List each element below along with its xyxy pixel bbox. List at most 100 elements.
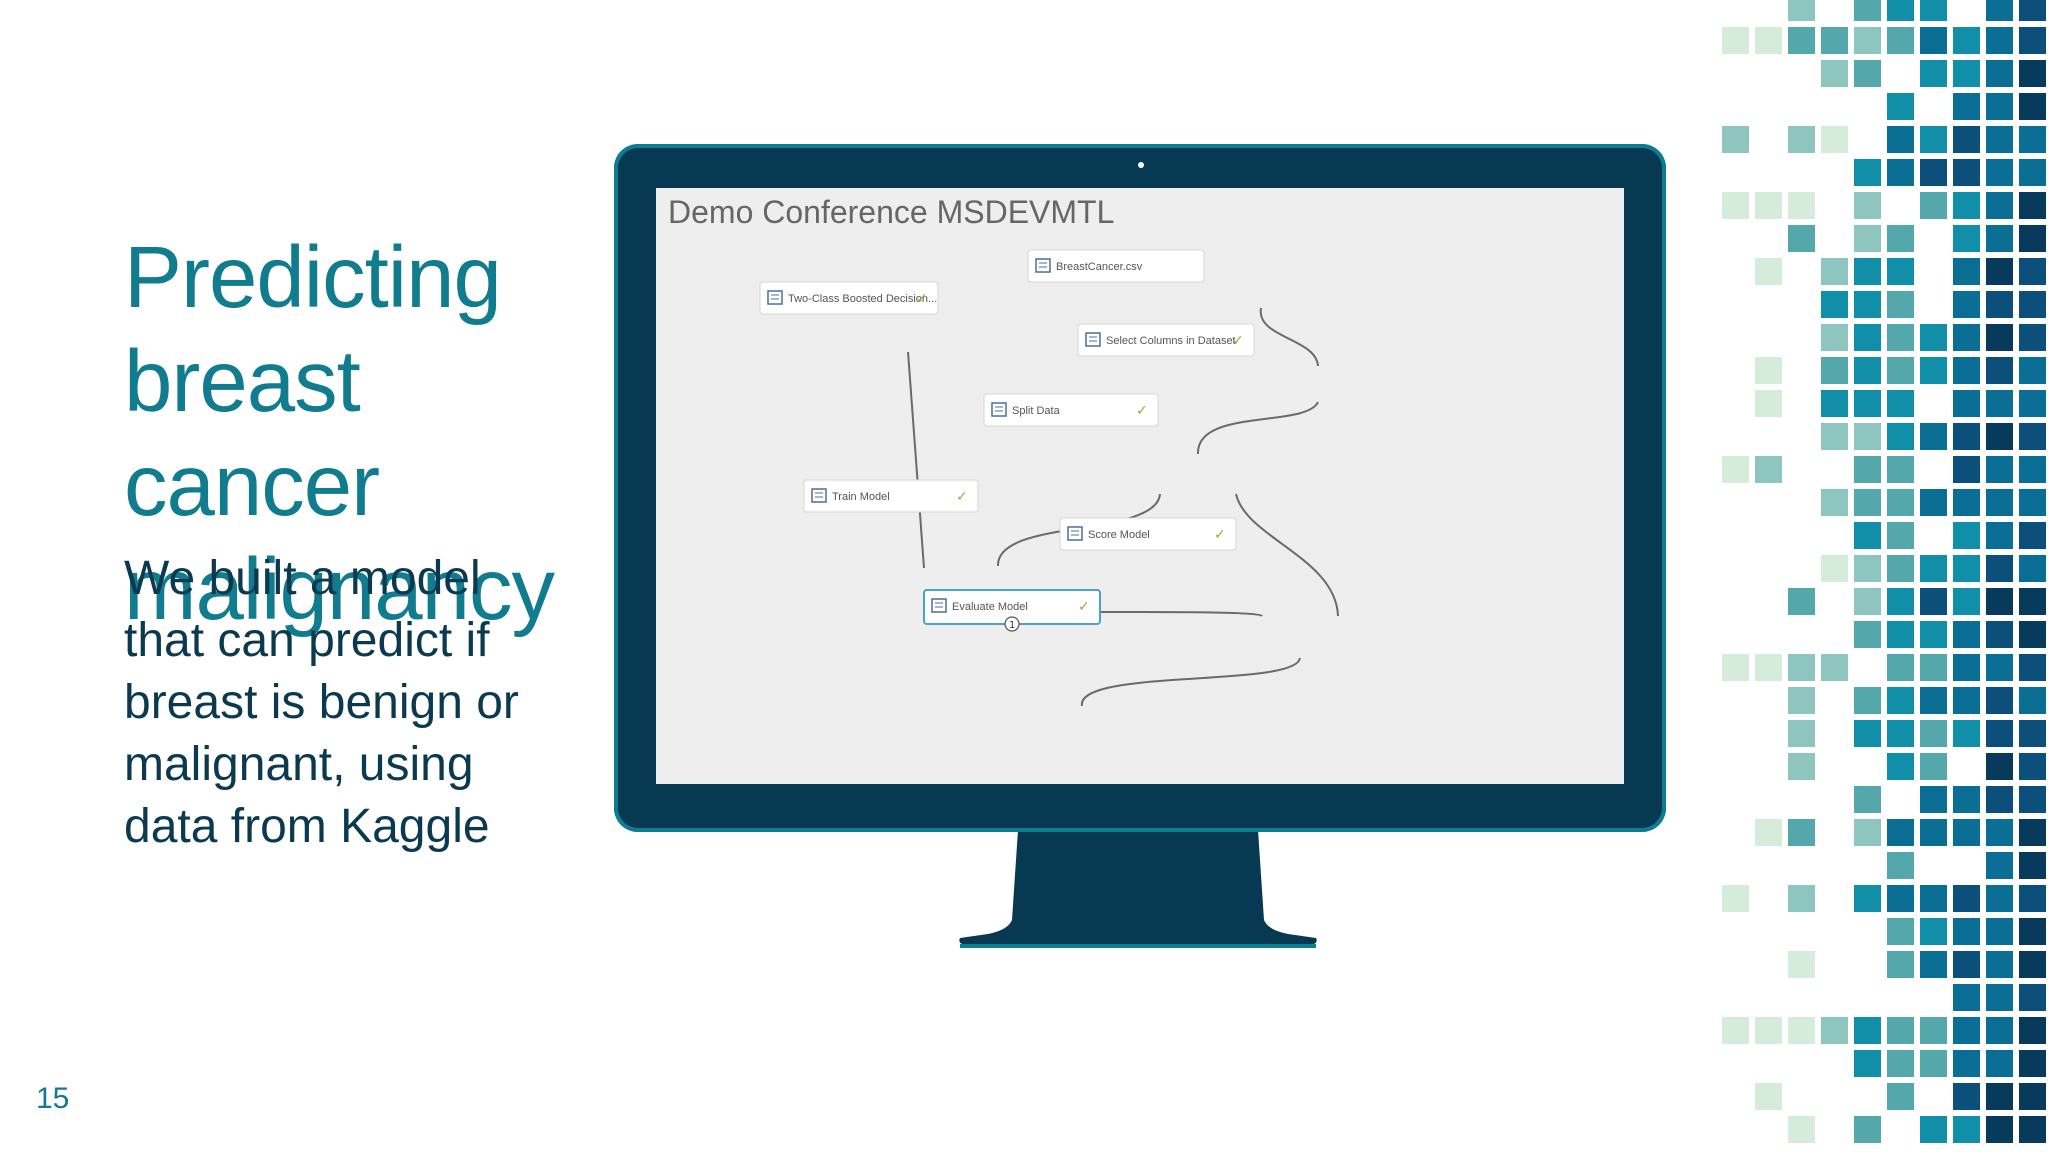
- mosaic-tile: [1986, 753, 2013, 780]
- mosaic-tile: [1986, 1017, 2013, 1044]
- mosaic-tile: [1821, 258, 1848, 285]
- mosaic-tile: [1854, 720, 1881, 747]
- mosaic-tile: [1953, 456, 1980, 483]
- mosaic-tile: [2019, 93, 2046, 120]
- mosaic-tile: [1854, 291, 1881, 318]
- mosaic-tile: [1953, 885, 1980, 912]
- mosaic-tile: [1986, 720, 2013, 747]
- mosaic-tile: [1887, 555, 1914, 582]
- title-line: malignancy: [124, 541, 555, 638]
- mosaic-tile: [2019, 720, 2046, 747]
- camera-dot: [1138, 162, 1144, 168]
- mosaic-tile: [1887, 324, 1914, 351]
- mosaic-tile: [1920, 1050, 1947, 1077]
- node-score-model[interactable]: Score Model✓: [1059, 517, 1237, 551]
- mosaic-tile: [1854, 1017, 1881, 1044]
- mosaic-tile: [2019, 1050, 2046, 1077]
- mosaic-tile: [1887, 720, 1914, 747]
- mosaic-tile: [1755, 819, 1782, 846]
- mosaic-tile: [1854, 0, 1881, 21]
- check-icon: ✓: [1214, 527, 1226, 543]
- mosaic-tile: [2019, 951, 2046, 978]
- mosaic-tile: [1953, 291, 1980, 318]
- node-select-columns-in-dataset[interactable]: Select Columns in Dataset✓: [1077, 323, 1255, 357]
- mosaic-tile: [1854, 225, 1881, 252]
- mosaic-tile: [2019, 225, 2046, 252]
- slide-title: Predicting breast cancer malignancy: [124, 226, 584, 642]
- mosaic-tile: [1920, 324, 1947, 351]
- mosaic-tile: [1854, 192, 1881, 219]
- mosaic-tile: [1953, 93, 1980, 120]
- node-two-class-boosted-decision[interactable]: Two-Class Boosted Decision...✓: [759, 281, 939, 315]
- mosaic-tile: [1986, 1083, 2013, 1110]
- monitor-stand: [959, 830, 1317, 948]
- mosaic-tile: [1953, 522, 1980, 549]
- mosaic-tile: [1887, 291, 1914, 318]
- edge: [1235, 493, 1339, 617]
- mosaic-tile: [1986, 357, 2013, 384]
- mosaic-tile: [1821, 291, 1848, 318]
- mosaic-tile: [1854, 489, 1881, 516]
- mosaic-tile: [1953, 654, 1980, 681]
- node-train-model[interactable]: Train Model✓: [803, 479, 979, 513]
- model-icon: [931, 598, 947, 613]
- mosaic-tile: [1887, 489, 1914, 516]
- mosaic-tile: [1755, 192, 1782, 219]
- node-evaluate-model[interactable]: Evaluate Model✓1: [923, 589, 1101, 632]
- model-icon: [767, 290, 783, 305]
- body-line: data from Kaggle: [124, 800, 490, 853]
- mosaic-tile: [2019, 456, 2046, 483]
- mosaic-tile: [2019, 126, 2046, 153]
- mosaic-tile: [1854, 819, 1881, 846]
- mosaic-tile: [1788, 951, 1815, 978]
- mosaic-tile: [1953, 60, 1980, 87]
- mosaic-tile: [1788, 654, 1815, 681]
- mosaic-tile: [1986, 489, 2013, 516]
- output-port[interactable]: [1004, 616, 1020, 632]
- mosaic-tile: [2019, 885, 2046, 912]
- mosaic-tile: [1887, 456, 1914, 483]
- mosaic-tile: [1821, 423, 1848, 450]
- mosaic-tile: [1920, 687, 1947, 714]
- mosaic-tile: [1722, 456, 1749, 483]
- mosaic-tile: [1986, 93, 2013, 120]
- mosaic-tile: [2019, 555, 2046, 582]
- mosaic-tile: [1854, 522, 1881, 549]
- mosaic-tile: [2019, 258, 2046, 285]
- mosaic-tile: [2019, 819, 2046, 846]
- mosaic-tile: [1986, 390, 2013, 417]
- mosaic-tile: [1986, 27, 2013, 54]
- mosaic-tile: [1788, 0, 1815, 21]
- mosaic-tile: [1986, 324, 2013, 351]
- mosaic-tile: [2019, 522, 2046, 549]
- edge: [1196, 401, 1319, 455]
- mosaic-tile: [2019, 357, 2046, 384]
- mosaic-tile: [1887, 852, 1914, 879]
- mosaic-tile: [1887, 1017, 1914, 1044]
- node-breastcancer-csv[interactable]: BreastCancer.csv: [1027, 249, 1205, 283]
- mosaic-tile: [1821, 390, 1848, 417]
- mosaic-tile: [1986, 423, 2013, 450]
- mosaic-tile: [1986, 0, 2013, 21]
- mosaic-tile: [1953, 621, 1980, 648]
- mosaic-tile: [1953, 588, 1980, 615]
- mosaic-tile: [2019, 1116, 2046, 1143]
- mosaic-tile: [1887, 885, 1914, 912]
- mosaic-tile: [1986, 225, 2013, 252]
- mosaic-tile: [1986, 687, 2013, 714]
- mosaic-tile: [1854, 588, 1881, 615]
- mosaic-tile: [1953, 918, 1980, 945]
- mosaic-tile: [1854, 1050, 1881, 1077]
- node-split-data[interactable]: Split Data✓: [983, 393, 1159, 427]
- mosaic-tile: [1953, 423, 1980, 450]
- mosaic-tile: [1821, 1017, 1848, 1044]
- mosaic-tile: [2019, 984, 2046, 1011]
- mosaic-tile: [1854, 390, 1881, 417]
- mosaic-tile: [1854, 885, 1881, 912]
- check-icon: ✓: [1136, 403, 1148, 419]
- mosaic-tile: [1755, 258, 1782, 285]
- mosaic-tile: [1854, 456, 1881, 483]
- mosaic-tile: [1854, 159, 1881, 186]
